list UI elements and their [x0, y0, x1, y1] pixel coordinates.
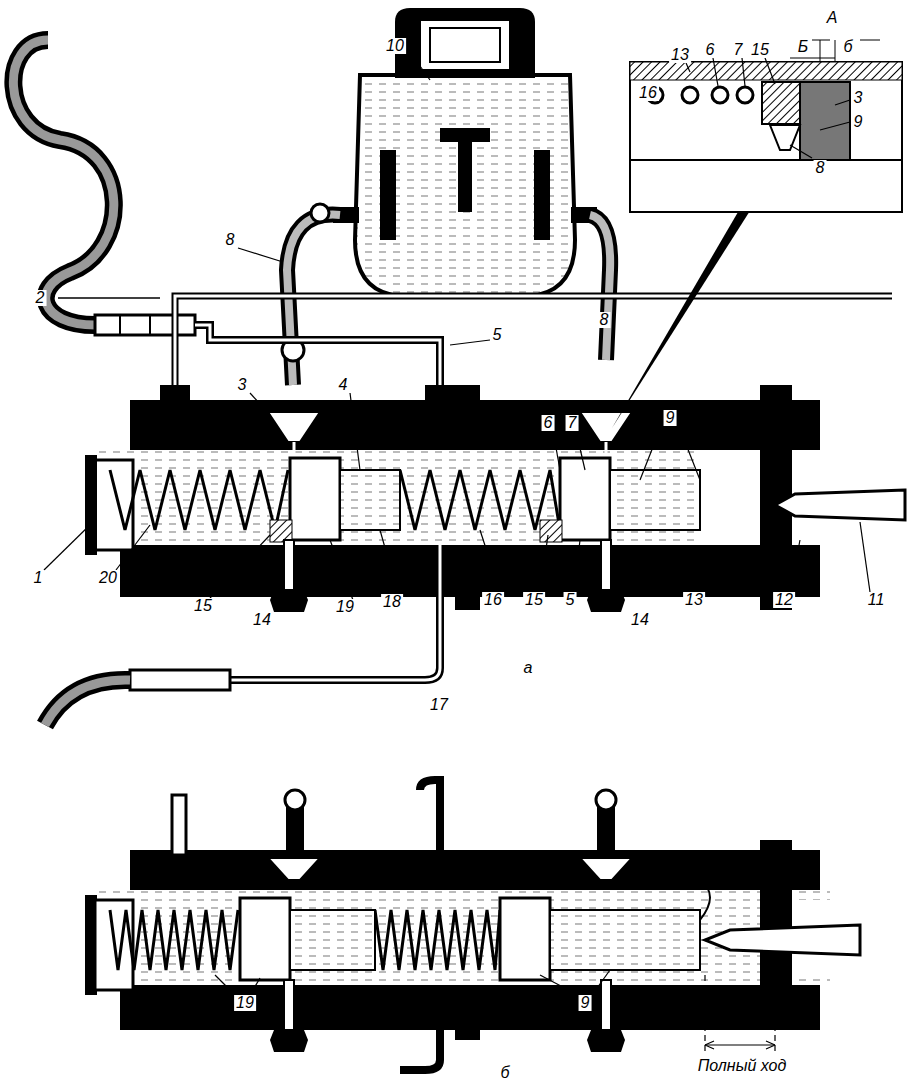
- callout-number: 5: [491, 327, 504, 343]
- callout-number: 2: [34, 290, 47, 306]
- callout-number: 1: [32, 570, 45, 586]
- callout-number: б: [499, 1065, 512, 1081]
- callout-number: 15: [749, 42, 771, 58]
- callout-number: 6: [542, 415, 555, 431]
- callout-number: 9: [579, 995, 592, 1011]
- callout-number: 15: [192, 598, 214, 614]
- callout-number: 19: [234, 995, 256, 1011]
- callout-number: 12: [773, 592, 795, 608]
- callout-number: 20: [97, 570, 119, 586]
- callout-number: 8: [814, 160, 827, 176]
- callout-number: 3: [852, 90, 865, 106]
- callout-number: 19: [334, 599, 356, 615]
- callout-number: а: [522, 660, 535, 676]
- callout-number: 3: [236, 377, 249, 393]
- callout-number: 8: [598, 312, 611, 328]
- callout-number: 6: [704, 42, 717, 58]
- callout-number: 14: [251, 612, 273, 628]
- callout-number: 7: [566, 415, 579, 431]
- callout-number: 16: [482, 592, 504, 608]
- callout-number: Б: [796, 39, 810, 55]
- callout-number: 15: [523, 592, 545, 608]
- callout-number: 4: [337, 377, 350, 393]
- callout-number: 9: [664, 410, 677, 426]
- callout-number: 18: [381, 594, 403, 610]
- callout-number: Полный ход: [696, 1058, 789, 1074]
- callout-number: 10: [384, 38, 406, 54]
- callout-number: 16: [637, 85, 659, 101]
- callout-number: 8: [224, 232, 237, 248]
- callout-number: А: [825, 10, 840, 26]
- callout-number: 11: [866, 592, 887, 608]
- callout-number: 9: [852, 114, 865, 130]
- callout-number: 13: [683, 592, 705, 608]
- callout-number: б: [842, 39, 855, 55]
- callout-number: 7: [732, 42, 745, 58]
- callout-number: 13: [669, 47, 691, 63]
- callout-number: 17: [428, 697, 450, 713]
- callout-number: 14: [629, 612, 651, 628]
- callout-number: 5: [564, 592, 577, 608]
